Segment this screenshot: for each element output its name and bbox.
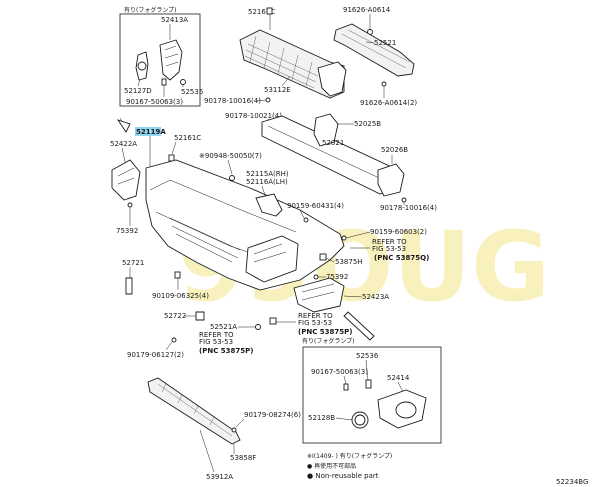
bracket-52025b[interactable]	[313, 113, 339, 147]
box-title-top-left: 有り(フォグランプ)	[124, 6, 177, 14]
label-53912a: 53912A	[206, 473, 233, 481]
nut-90179-06127[interactable]	[171, 337, 177, 343]
sheet-id: 52234BG	[556, 478, 588, 486]
label-52521a: 52521A	[210, 323, 237, 331]
box-title-bottom-right: 有り(フォグランプ)	[302, 337, 355, 345]
retainer-52521[interactable]	[333, 23, 415, 77]
retainer-52722[interactable]	[195, 311, 205, 321]
refer-53875p-r1: REFER TO	[298, 312, 333, 320]
bumper-cover-52119a[interactable]	[145, 159, 345, 291]
direction-arrow-icon	[343, 311, 375, 341]
label-90179-06127: 90179-06127(2)	[127, 351, 184, 359]
refer-53875q-3[interactable]: (PNC 53875Q)	[374, 254, 429, 262]
label-90948-50050: ※90948-50050(7)	[199, 152, 262, 160]
support-52115a-52116a[interactable]	[255, 193, 283, 217]
label-90167-50063-top: 90167-50063(3)	[126, 98, 183, 106]
label-52128b: 52128B	[308, 414, 335, 422]
clip-75392-mid[interactable]	[313, 274, 319, 280]
refer-53875q-2: FIG 53-53	[372, 245, 406, 253]
fog-cover-52423a[interactable]	[293, 277, 345, 313]
moulding-53912a-ribs	[157, 383, 233, 437]
front-arrow-icon	[116, 119, 131, 133]
bracket-53875h[interactable]	[319, 253, 327, 261]
clip-75392-left[interactable]	[127, 202, 133, 208]
label-52521: 52521	[374, 39, 396, 47]
bolt-53875p-right	[269, 317, 277, 325]
refer-53875p-l2: FIG 53-53	[199, 338, 233, 346]
label-52422a: 52422A	[110, 140, 137, 148]
label-91626-a0614-2: 91626-A0614(2)	[360, 99, 417, 107]
nut-90179-08274[interactable]	[231, 427, 237, 433]
refer-53875p-r2: FIG 53-53	[298, 319, 332, 327]
label-53112e: 53112E	[264, 86, 291, 94]
label-52025b: 52025B	[354, 120, 381, 128]
refer-53875p-l3[interactable]: (PNC 53875P)	[199, 347, 253, 355]
refer-53875q-1: REFER TO	[372, 238, 407, 246]
label-52026b: 52026B	[381, 146, 408, 154]
label-52413a: 52413A	[161, 16, 188, 24]
highlight-52119a	[135, 127, 161, 136]
label-52116a: 52116A(LH)	[246, 178, 288, 186]
note-fog-lamp: ※Ⅰ(1409- ) 有り(フォグランプ)	[307, 452, 392, 460]
label-90178-10016-a: 90178-10016(4)	[204, 97, 261, 105]
label-90167-50063-bot: 90167-50063(3)	[311, 368, 368, 376]
fog-lamp-box-bottom-right	[302, 346, 442, 444]
label-52722: 52722	[164, 312, 186, 320]
label-52127d: 52127D	[124, 87, 152, 95]
clip-90948-50050[interactable]	[229, 175, 235, 181]
clip-52536[interactable]	[365, 379, 372, 389]
fog-cover-52422a[interactable]	[111, 159, 141, 201]
bolt-52161c-top[interactable]	[266, 7, 273, 15]
absorber-53112e-grid	[244, 35, 319, 89]
moulding-53912a[interactable]	[147, 377, 241, 445]
label-52119a[interactable]: 52119A	[136, 128, 166, 136]
label-52161c: 52161C	[174, 134, 201, 142]
label-91626-a0614: 91626-A0614	[343, 6, 391, 14]
label-75392-mid: 75392	[326, 273, 348, 281]
label-75392-left: 75392	[116, 227, 138, 235]
screw-90167-top[interactable]	[161, 78, 167, 86]
note-non-reusable-en: ● Non-reusable part	[307, 472, 379, 480]
label-90159-60431: 90159-60431(4)	[287, 202, 344, 210]
bracket-52026b[interactable]	[377, 163, 405, 197]
screw-90167-bot[interactable]	[343, 383, 349, 391]
bracket-52414-hole	[395, 401, 417, 419]
label-53858f: 53858F	[230, 454, 256, 462]
label-53875h: 53875H	[335, 258, 363, 266]
nut-90178-10016-b[interactable]	[401, 197, 407, 203]
ring-52128b-inner	[354, 414, 366, 426]
label-90178-10016-b: 90178-10016(4)	[380, 204, 437, 212]
refer-53875p-l1: REFER TO	[199, 331, 234, 339]
label-52423a: 52423A	[362, 293, 389, 301]
label-52535: 52535	[181, 88, 203, 96]
clip-91626-a0614-2[interactable]	[381, 81, 387, 87]
bumper-fog-opening	[245, 235, 299, 283]
nut-90178-10016-a[interactable]	[265, 97, 271, 103]
label-52721: 52721	[122, 259, 144, 267]
label-90179-08274: 90179-08274(6)	[244, 411, 301, 419]
bracket-52413a[interactable]	[159, 39, 183, 81]
label-90178-10021: 90178-10021(4)	[225, 112, 282, 120]
clip-52521a[interactable]	[255, 324, 261, 330]
screw-90159-60431[interactable]	[303, 217, 309, 223]
clip-52535[interactable]	[180, 79, 186, 85]
bolt-90109-06325[interactable]	[174, 271, 181, 279]
label-52414: 52414	[387, 374, 410, 382]
label-52161c-top: 52161C	[248, 8, 275, 16]
label-52115a: 52115A(RH)	[246, 170, 289, 178]
bolt-52161c[interactable]	[168, 154, 175, 162]
retainer-52721[interactable]	[125, 277, 133, 295]
fastener-52127d	[137, 61, 147, 71]
label-52536: 52536	[356, 352, 379, 360]
screw-90159-60603[interactable]	[341, 235, 347, 241]
label-90109-06325: 90109-06325(4)	[152, 292, 209, 300]
refer-53875p-r3[interactable]: (PNC 53875P)	[298, 328, 352, 336]
fog-lamp-box-top-left	[119, 13, 201, 107]
absorber-end-cap	[317, 61, 347, 97]
label-90159-60603: 90159-60603(2)	[370, 228, 427, 236]
label-52021: 52021	[322, 139, 344, 147]
note-non-reusable-jp: ● 再使用不可部品	[307, 462, 356, 470]
